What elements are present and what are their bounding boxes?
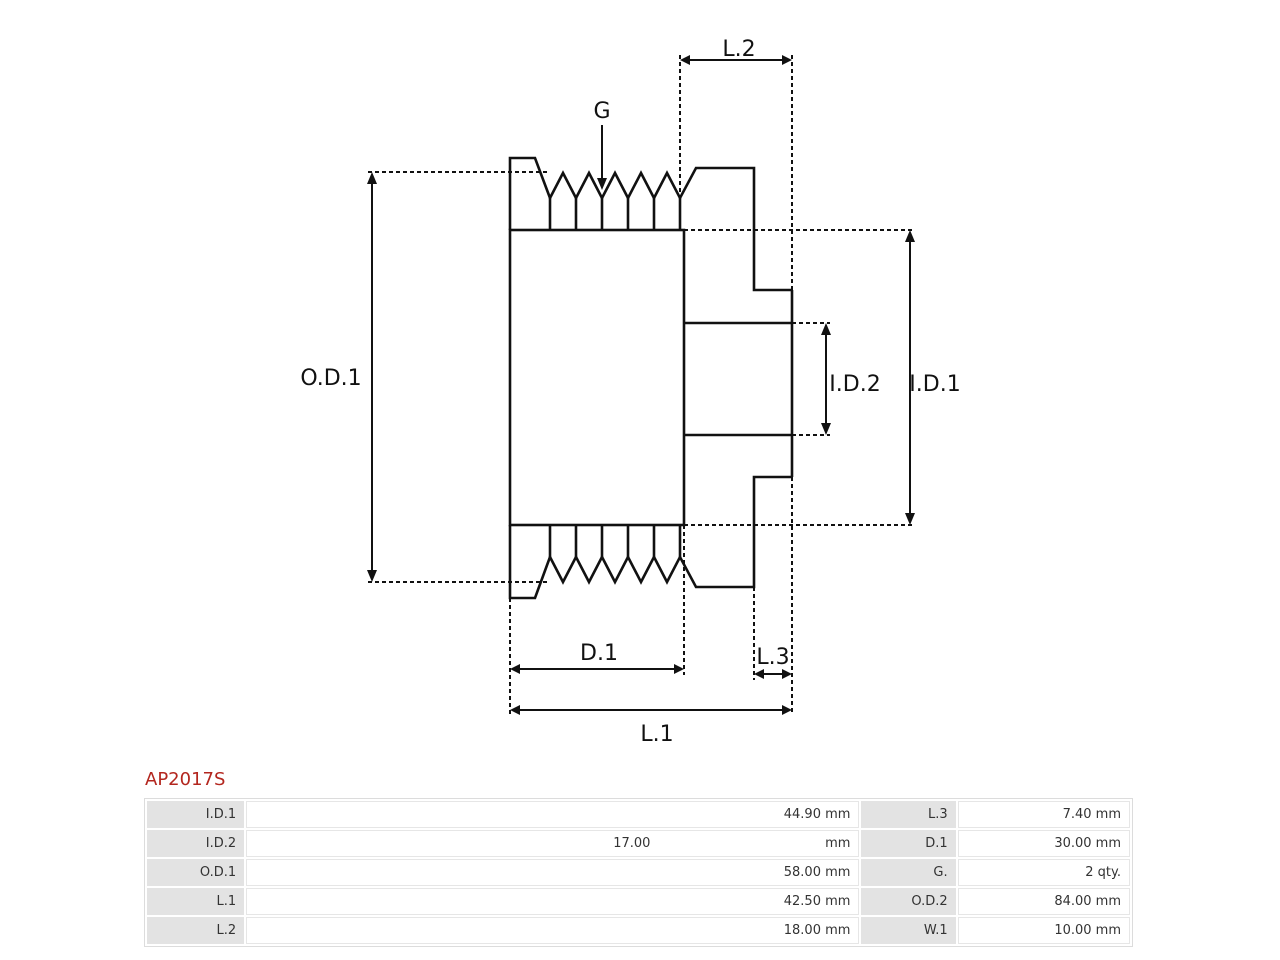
table-row: I.D.1 44.90 mm L.3 7.40 mm <box>147 801 1130 828</box>
dimension-L2 <box>680 55 792 65</box>
table-row: O.D.1 58.00 mm G. 2 qty. <box>147 859 1130 886</box>
table-row: L.2 18.00 mm W.1 10.00 mm <box>147 917 1130 944</box>
table-row: L.1 42.50 mm O.D.2 84.00 mm <box>147 888 1130 915</box>
lower-groove-profile <box>508 475 792 600</box>
spec-value: 30.00 mm <box>957 830 1130 857</box>
spec-value: 58.00 mm <box>246 859 860 886</box>
spec-value-unit: mm <box>825 836 851 851</box>
label-ID1: I.D.1 <box>909 372 960 397</box>
spec-label: D.1 <box>861 830 956 857</box>
spec-value: 17.00 mm <box>246 830 860 857</box>
dimension-G-pointer <box>597 125 607 190</box>
pulley-bore-body <box>508 228 686 527</box>
dimension-L1 <box>510 705 792 715</box>
specifications-table: I.D.1 44.90 mm L.3 7.40 mm I.D.2 17.00 m… <box>144 798 1133 947</box>
spec-value: 7.40 mm <box>957 801 1130 828</box>
spec-label: L.2 <box>147 917 245 944</box>
spec-label: L.1 <box>147 888 245 915</box>
spec-value: 18.00 mm <box>246 917 860 944</box>
part-number-title: AP2017S <box>145 769 226 790</box>
dimension-OD1 <box>367 172 377 582</box>
table-row: I.D.2 17.00 mm D.1 30.00 mm <box>147 830 1130 857</box>
spec-value: 44.90 mm <box>246 801 860 828</box>
spec-value-number: 17.00 <box>613 836 651 851</box>
spec-label: O.D.2 <box>861 888 956 915</box>
dimension-L3 <box>754 669 792 679</box>
pulley-outline <box>508 156 794 600</box>
dimension-ID1 <box>905 230 915 525</box>
label-L3: L.3 <box>756 645 789 670</box>
upper-groove-profile <box>508 156 792 292</box>
spec-label: W.1 <box>861 917 956 944</box>
label-G: G <box>593 99 610 124</box>
pulley-hub <box>684 290 794 477</box>
spec-value: 84.00 mm <box>957 888 1130 915</box>
extension-lines <box>368 55 915 715</box>
spec-label: I.D.1 <box>147 801 245 828</box>
label-ID2: I.D.2 <box>829 372 880 397</box>
label-L2: L.2 <box>722 37 755 62</box>
spec-value: 2 qty. <box>957 859 1130 886</box>
pulley-technical-drawing: L.2 G O.D.1 I.D.2 I.D.1 D.1 L.3 L.1 <box>300 37 960 747</box>
lower-groove-lines <box>548 525 682 557</box>
label-OD1: O.D.1 <box>300 366 361 391</box>
upper-groove-lines <box>548 198 682 230</box>
spec-label: I.D.2 <box>147 830 245 857</box>
label-D1: D.1 <box>580 641 618 666</box>
spec-value: 42.50 mm <box>246 888 860 915</box>
spec-label: G. <box>861 859 956 886</box>
spec-label: O.D.1 <box>147 859 245 886</box>
spec-value: 10.00 mm <box>957 917 1130 944</box>
dimension-ID2 <box>821 323 831 435</box>
dimension-D1 <box>510 664 684 674</box>
label-L1: L.1 <box>640 722 673 747</box>
spec-label: L.3 <box>861 801 956 828</box>
